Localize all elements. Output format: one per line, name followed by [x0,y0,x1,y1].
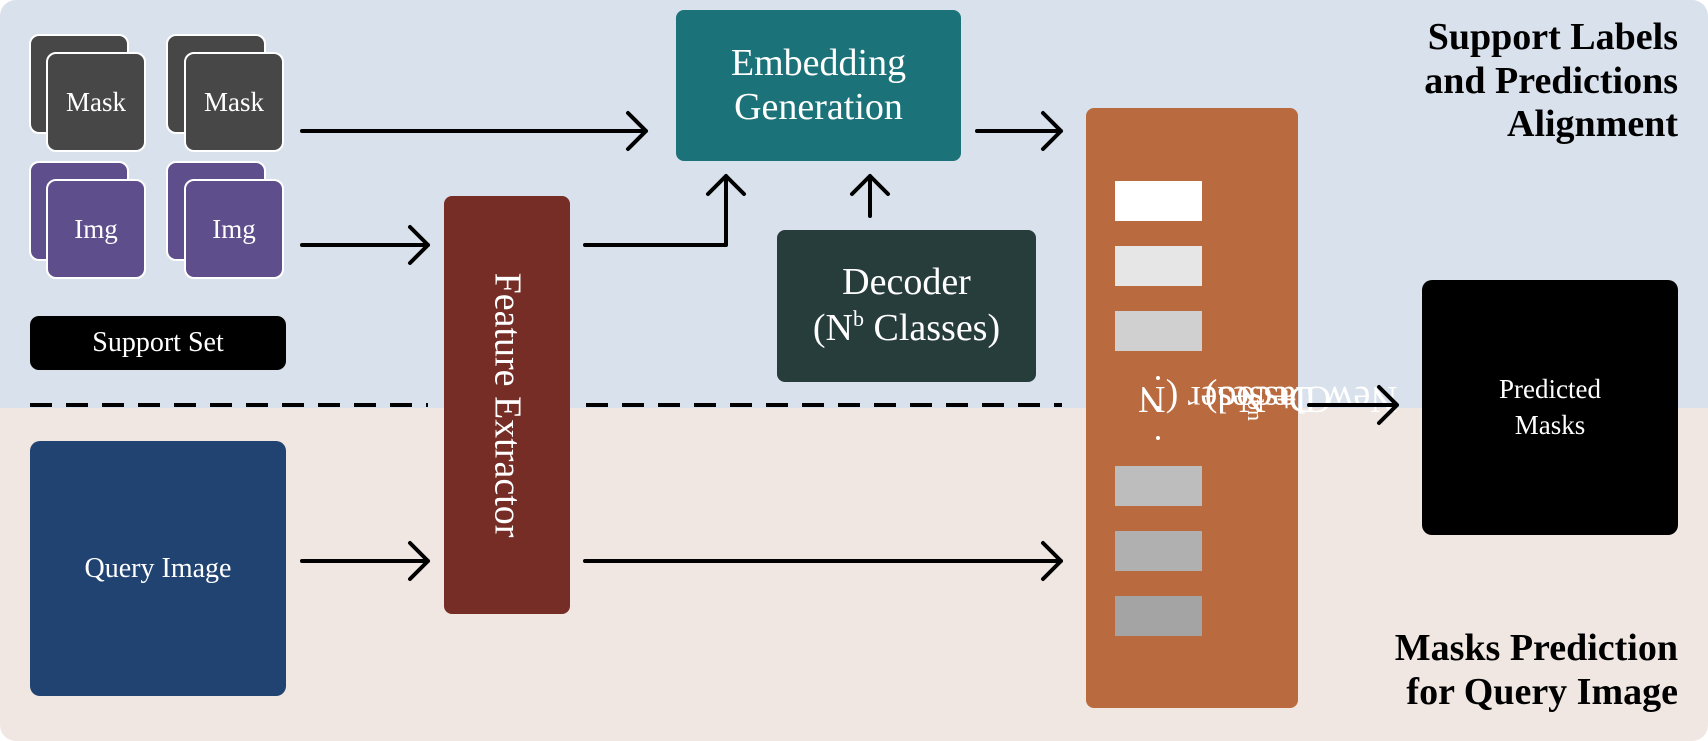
predicted-line-1: Predicted [1499,374,1601,405]
arrow-new-decoder-to-predicted [1307,385,1399,425]
arrow-img-to-feature [300,225,430,265]
heading-bottom-line-2: for Query Image [1406,670,1678,713]
ellipsis-dot-1 [1156,376,1160,380]
support-set-text: Support Set [92,327,224,358]
embedding-line-2: Generation [734,85,903,128]
img-tile-1: Img [46,179,146,279]
base-decoder-box: Decoder (Nb Classes) [777,230,1036,382]
heading-top-line-3: Alignment [1507,103,1678,146]
predicted-line-2: Masks [1514,409,1586,440]
class-slot-3 [1115,311,1202,351]
arrow-feature-to-embedding [583,174,746,247]
decoder-line-1: Decoder [842,261,971,304]
img-tile-2: Img [184,179,284,279]
img-label-2: Img [212,213,256,244]
img-label-1: Img [74,213,118,244]
decoder-sup-b: b [852,306,864,331]
ellipsis-dot-3 [1156,436,1160,440]
connector-group [30,111,1399,581]
decoder-line-2-pre: (N [812,307,853,349]
class-slot-2 [1115,246,1202,286]
mask-tile-1: Mask [46,52,146,152]
query-image-label: Query Image [84,552,232,584]
class-slot-1 [1115,181,1202,221]
feature-extractor-box: Feature Extractor [444,196,570,614]
heading-masks-prediction: Masks Prediction for Query Image [1395,627,1678,714]
query-image-box: Query Image [30,441,286,696]
decoder-line-2: (Nb Classes) [813,306,1000,352]
mask-label-1: Mask [66,86,126,117]
arrow-decoder-to-embedding [850,174,890,218]
class-slot-6 [1115,596,1202,636]
heading-top-line-2: and Predictions [1424,59,1678,102]
arrow-query-to-feature [300,541,430,581]
ellipsis-dot-2 [1156,406,1160,410]
decoder-line-2-post: Classes) [863,307,1001,349]
arrow-embedding-to-new-decoder [975,111,1063,151]
arrow-mask-to-embedding [300,111,648,151]
mask-label-2: Mask [204,86,264,117]
mask-tile-2: Mask [184,52,284,152]
embedding-line-1: Embedding [730,41,907,84]
arrow-feature-to-new-decoder [583,541,1063,581]
heading-top-line-1: Support Labels [1427,16,1678,58]
class-slot-4 [1115,466,1202,506]
heading-bottom-line-1: Masks Prediction [1394,627,1678,669]
class-slot-5 [1115,531,1202,571]
embedding-generation-box: Embedding Generation [676,10,961,161]
predicted-masks-box: Predicted Masks [1422,280,1678,535]
heading-support-alignment: Support Labels and Predictions Alignment [1424,16,1678,147]
support-set-label: Support Set [30,316,286,370]
